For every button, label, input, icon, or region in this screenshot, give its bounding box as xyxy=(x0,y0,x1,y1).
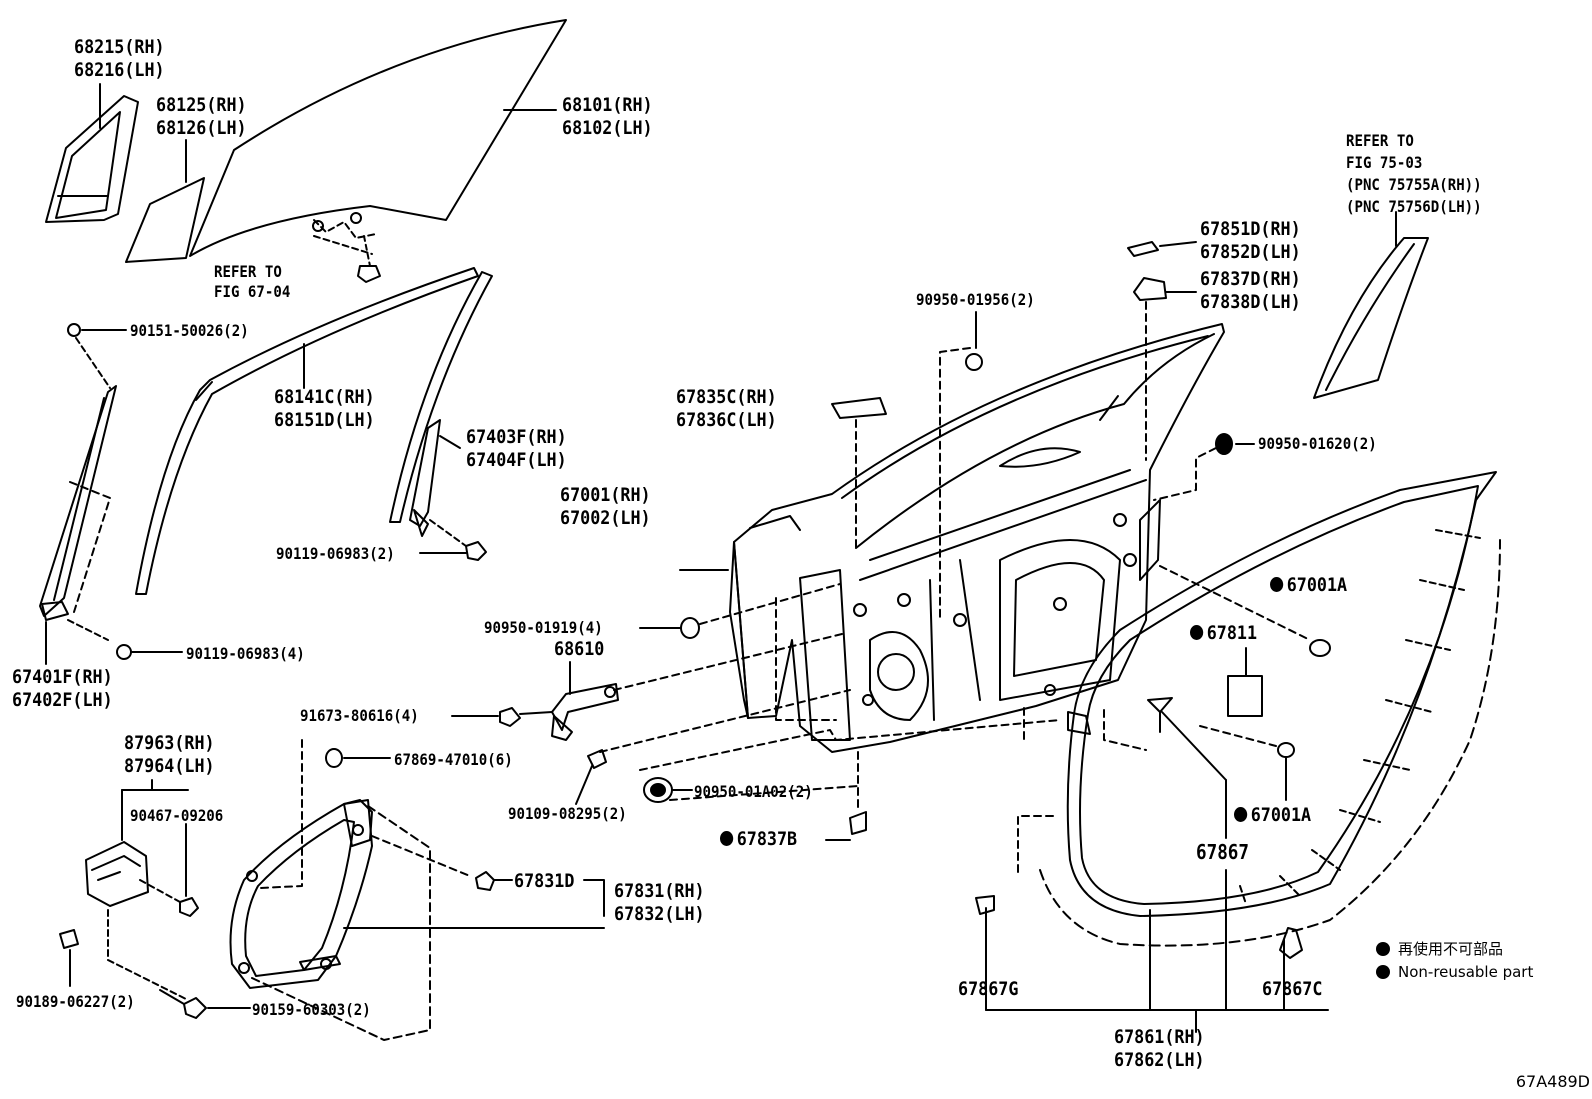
door-panel-part xyxy=(679,323,1225,753)
legend-japanese: 再使用不可部品 xyxy=(1376,938,1503,959)
label-line: 68125(RH) xyxy=(156,94,247,116)
legend-text: Non-reusable part xyxy=(1398,963,1534,981)
label-90119-2[interactable]: 90119-06983(2) xyxy=(276,544,395,563)
label-67001[interactable]: 67001(RH)67002(LH) xyxy=(560,484,651,530)
label-90189[interactable]: 90189-06227(2) xyxy=(16,992,135,1011)
label-line: 67837D(RH) xyxy=(1200,268,1301,290)
label-67851d[interactable]: 67851D(RH)67852D(LH) xyxy=(1200,218,1301,264)
weatherstrip-67403-part xyxy=(409,419,487,561)
label-90109[interactable]: 90109-08295(2) xyxy=(508,804,627,823)
label-67001a-lower[interactable]: 67001A xyxy=(1234,804,1311,827)
label-67867g[interactable]: 67867G xyxy=(958,978,1019,1000)
label-line: 67838D(LH) xyxy=(1200,291,1301,313)
screws-part xyxy=(59,929,251,1019)
label-line: 87963(RH) xyxy=(124,732,215,754)
label-line: 67861(RH) xyxy=(1114,1026,1205,1048)
label-67837b[interactable]: 67837B xyxy=(720,828,797,851)
label-line: 67836C(LH) xyxy=(676,409,777,431)
label-90950-01919[interactable]: 90950-01919(4) xyxy=(484,618,603,637)
bullet-icon xyxy=(1376,965,1390,979)
bullet-icon xyxy=(1376,942,1390,956)
label-line: 67002(LH) xyxy=(560,507,651,529)
label-line: FIG 67-04 xyxy=(214,282,291,301)
upper-brackets-part xyxy=(1127,241,1197,461)
service-hole-cover-part xyxy=(229,739,605,1041)
label-68101[interactable]: 68101(RH)68102(LH) xyxy=(562,94,653,140)
label-line: 68216(LH) xyxy=(74,59,165,81)
label-90950-01956[interactable]: 90950-01956(2) xyxy=(916,290,1035,309)
label-line: 67832(LH) xyxy=(614,903,705,925)
label-line: REFER TO xyxy=(1346,131,1414,150)
label-67831[interactable]: 67831(RH)67832(LH) xyxy=(614,880,705,926)
legend-text: 再使用不可部品 xyxy=(1398,940,1504,958)
label-67869[interactable]: 67869-47010(6) xyxy=(394,750,513,769)
label-refer-fig-75-03[interactable]: REFER TO FIG 75-03 (PNC 75755A(RH)) (PNC 75… xyxy=(1346,130,1482,218)
division-bar-part xyxy=(39,323,183,665)
label-line: 87964(LH) xyxy=(124,755,215,777)
label-67001a-upper[interactable]: 67001A xyxy=(1270,574,1347,597)
label-line: 68101(RH) xyxy=(562,94,653,116)
label-line: 67401F(RH) xyxy=(12,666,113,688)
lower-plug-part xyxy=(639,719,1061,841)
door-check-part xyxy=(451,583,851,805)
label-90119-4[interactable]: 90119-06983(4) xyxy=(186,644,305,663)
quarter-glass-run-part xyxy=(45,83,139,223)
label-90950-01620[interactable]: 90950-01620(2) xyxy=(1258,434,1377,453)
label-67837d[interactable]: 67837D(RH)67838D(LH) xyxy=(1200,268,1301,314)
run-channel-part xyxy=(135,267,493,595)
clip-67835-part xyxy=(831,397,887,549)
label-line: 68141C(RH) xyxy=(274,386,375,408)
label-line: 68215(RH) xyxy=(74,36,165,58)
label-line: 67835C(RH) xyxy=(676,386,777,408)
label-line: 67403F(RH) xyxy=(466,426,567,448)
label-68125[interactable]: 68125(RH)68126(LH) xyxy=(156,94,247,140)
label-67867c[interactable]: 67867C xyxy=(1262,978,1323,1000)
label-line: 67402F(LH) xyxy=(12,689,113,711)
label-line: 67862(LH) xyxy=(1114,1049,1205,1071)
label-line: 67851D(RH) xyxy=(1200,218,1301,240)
label-line: 68126(LH) xyxy=(156,117,247,139)
label-67861[interactable]: 67861(RH)67862(LH) xyxy=(1114,1026,1205,1072)
label-line: (PNC 75756D(LH)) xyxy=(1346,197,1482,216)
label-67835c[interactable]: 67835C(RH)67836C(LH) xyxy=(676,386,777,432)
door-glass-part xyxy=(189,19,567,283)
label-68141c[interactable]: 68141C(RH)68151D(LH) xyxy=(274,386,375,432)
quarter-glass-part xyxy=(125,139,205,263)
label-67401f[interactable]: 67401F(RH)67402F(LH) xyxy=(12,666,113,712)
label-67831d[interactable]: 67831D xyxy=(514,870,575,892)
label-line: 67852D(LH) xyxy=(1200,241,1301,263)
label-67867[interactable]: 67867 xyxy=(1196,840,1249,864)
frame-moulding-part xyxy=(1313,211,1429,399)
label-line: 67831(RH) xyxy=(614,880,705,902)
label-90159[interactable]: 90159-60303(2) xyxy=(252,1000,371,1019)
label-91673[interactable]: 91673-80616(4) xyxy=(300,706,419,725)
label-line: 68151D(LH) xyxy=(274,409,375,431)
label-line: FIG 75-03 xyxy=(1346,153,1423,172)
label-67403f[interactable]: 67403F(RH)67404F(LH) xyxy=(466,426,567,472)
label-90467[interactable]: 90467-09206 xyxy=(130,806,224,825)
illustration-code: 67A489D xyxy=(1515,1072,1590,1091)
label-87963[interactable]: 87963(RH)87964(LH) xyxy=(124,732,215,778)
label-line: 67404F(LH) xyxy=(466,449,567,471)
label-68610[interactable]: 68610 xyxy=(554,638,605,660)
label-90151[interactable]: 90151-50026(2) xyxy=(130,321,249,340)
plugs-part xyxy=(939,311,1255,621)
label-line: 68102(LH) xyxy=(562,117,653,139)
label-68215[interactable]: 68215(RH)68216(LH) xyxy=(74,36,165,82)
label-line: (PNC 75755A(RH)) xyxy=(1346,175,1482,194)
legend-english: Non-reusable part xyxy=(1376,963,1533,981)
label-90950-01a02[interactable]: 90950-01A02(2) xyxy=(694,782,813,801)
door-switch-part xyxy=(85,779,199,1001)
label-line: 67001(RH) xyxy=(560,484,651,506)
label-67811[interactable]: 67811 xyxy=(1190,622,1257,645)
hole-plugs-part xyxy=(975,565,1331,1011)
door-weatherstrip-part xyxy=(985,471,1501,1033)
label-line: REFER TO xyxy=(214,262,282,281)
